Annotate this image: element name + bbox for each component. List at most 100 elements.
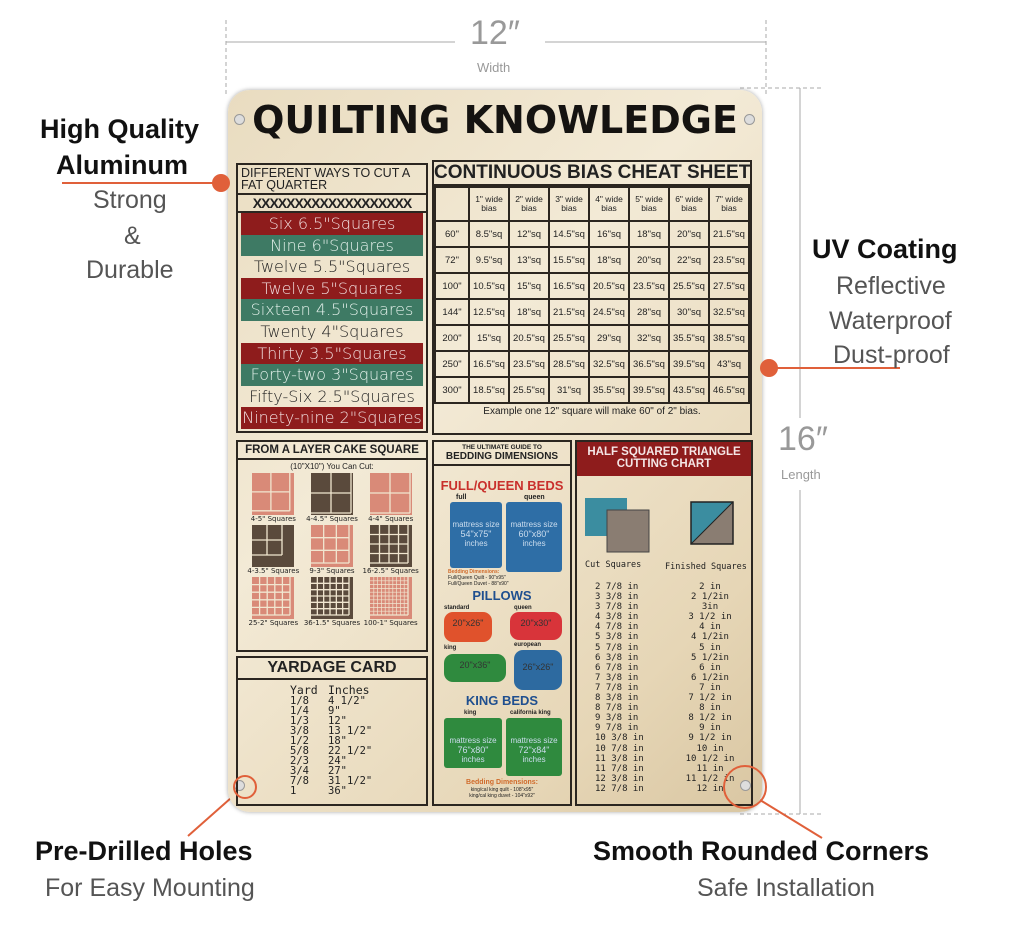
layer-cake-item: 36-1.5" Squares: [303, 577, 362, 627]
coating-waterproof: Waterproof: [829, 307, 952, 335]
bias-cell: 12"sq: [508, 220, 550, 248]
inches-label: inches: [522, 755, 546, 764]
hst-finished-size: 9 1/2 in: [688, 733, 732, 744]
mounting-hole: [234, 114, 245, 125]
yardage-yard: 1/3: [290, 715, 309, 727]
bias-cell: 15"sq: [508, 272, 550, 300]
bias-cell: 35.5"sq: [668, 324, 710, 352]
length-label: Length: [781, 467, 821, 482]
yardage-inches: 22 1/2": [328, 745, 373, 757]
bias-cell: 43"sq: [708, 350, 750, 378]
mounting-hole: [744, 114, 755, 125]
coating-reflective: Reflective: [836, 272, 946, 300]
width-value: 12″: [470, 14, 520, 52]
bias-cell: 30"sq: [668, 298, 710, 326]
pillow-queen: 20"x30": [510, 612, 562, 640]
yardage-inches: 18": [328, 735, 347, 747]
full-queen-heading: FULL/QUEEN BEDS: [440, 478, 564, 493]
hst-cut-size: 9 7/8 in: [595, 723, 639, 734]
pillow-king-label: king: [444, 645, 457, 651]
layer-cake-item: 4-3.5" Squares: [244, 525, 303, 575]
fat-quarter-heading: Different ways to cut a fat quarter: [238, 165, 426, 195]
fat-quarter-panel: Different ways to cut a fat quarter XXXX…: [236, 163, 428, 433]
bias-length: 300": [434, 376, 470, 404]
yardage-inches: 36": [328, 785, 347, 797]
hst-cut-size: 4 3/8 in: [595, 612, 639, 623]
hst-cut-size: 6 7/8 in: [595, 662, 639, 673]
hst-cut-size: 3 3/8 in: [595, 592, 639, 603]
hst-finished-size: 5 in: [699, 642, 721, 653]
material-strong: Strong: [93, 186, 167, 214]
bias-cell: 32"sq: [628, 324, 670, 352]
king-beds-heading: KING BEDS: [465, 693, 539, 708]
pillow-king-size: 20"x36": [459, 660, 491, 670]
bias-length: 200": [434, 324, 470, 352]
bias-cell: 23.5"sq: [628, 272, 670, 300]
hst-heading: HALF SQUARED TRIANGLE CUTTING CHART: [577, 442, 751, 476]
bias-length: 250": [434, 350, 470, 378]
fat-quarter-row: Thirty 3.5"Squares: [241, 342, 423, 365]
pillow-king: 20"x36": [444, 654, 506, 682]
inches-label: inches: [464, 539, 488, 548]
full-label: full: [456, 494, 467, 501]
yardage-yard: 1/4: [290, 705, 309, 717]
layer-cake-square-diagram: [367, 473, 415, 515]
yardage-yard: 5/8: [290, 745, 309, 757]
hst-finished-size: 10 in: [696, 743, 724, 754]
bias-cell: 29"sq: [588, 324, 630, 352]
hole-marker-circle: [233, 775, 257, 799]
hst-finished-size: 4 1/2in: [691, 632, 729, 643]
yardage-yard: 1: [290, 785, 297, 797]
bias-cell: 8.5"sq: [468, 220, 510, 248]
bedding-heading-2: BEDDING DIMENSIONS: [445, 451, 559, 462]
pillows-heading: PILLOWS: [472, 588, 532, 603]
bias-cell: 22"sq: [668, 246, 710, 274]
fat-quarter-row: Ninety-nine 2"Squares: [241, 407, 423, 429]
bias-footer: Example one 12" square will make 60" of …: [483, 406, 701, 417]
bias-cell: 25.5"sq: [508, 376, 550, 404]
yardage-yard: 2/3: [290, 755, 309, 767]
corners-sub: Safe Installation: [697, 874, 875, 902]
king-size: 76"x80": [457, 745, 489, 755]
hst-cut-size: 11 7/8 in: [595, 763, 644, 774]
bias-cell: 14.5"sq: [548, 220, 590, 248]
fat-quarter-row: Twelve 5.5"Squares: [253, 257, 411, 277]
bias-cell: 25.5"sq: [548, 324, 590, 352]
fat-quarter-row: Sixteen 4.5"Squares: [241, 299, 423, 321]
mattress-label: mattress size: [452, 520, 500, 529]
bias-cell: 9.5"sq: [468, 246, 510, 274]
hst-cut-size: 10 7/8 in: [595, 743, 644, 754]
hst-finished-size: 4 in: [699, 622, 721, 633]
bias-cell: 43.5"sq: [668, 376, 710, 404]
material-durable: Durable: [86, 256, 174, 284]
fq-dims-0: Full/Queen Quilt - 90"x95": [448, 575, 506, 581]
fat-quarter-row: Twelve 5"Squares: [241, 277, 423, 300]
corner-marker-circle: [723, 765, 767, 809]
bias-column-header: 1" wide bias: [468, 186, 510, 222]
yardage-inches: 13 1/2": [328, 725, 373, 737]
bias-cell: 13"sq: [508, 246, 550, 274]
bias-cell: 46.5"sq: [708, 376, 750, 404]
bias-cheat-sheet: CONTINUOUS BIAS CHEAT SHEET 1" wide bias…: [432, 160, 752, 435]
bias-column-header: 6" wide bias: [668, 186, 710, 222]
bias-cell: 32.5"sq: [708, 298, 750, 326]
hst-finished-size: 9 in: [699, 723, 721, 734]
sign-title: QUILTING KNOWLEDGE: [252, 98, 738, 142]
yardage-yard: 1/8: [290, 695, 309, 707]
corners-title: Smooth Rounded Corners: [593, 836, 929, 866]
layer-cake-sub: (10"X10") You Can Cut:: [290, 462, 374, 471]
layer-cake-square-diagram: [249, 525, 297, 567]
fat-quarter-row: Nine 6"Squares: [241, 234, 423, 257]
fat-quarter-row: Twenty 4"Squares: [260, 321, 404, 341]
bias-length: 72": [434, 246, 470, 274]
yardage-yard: 1/2: [290, 735, 309, 747]
layer-cake-square-diagram: [367, 577, 415, 619]
layer-cake-square-diagram: [249, 577, 297, 619]
layer-cake-label: 16-2.5" Squares: [362, 567, 419, 575]
